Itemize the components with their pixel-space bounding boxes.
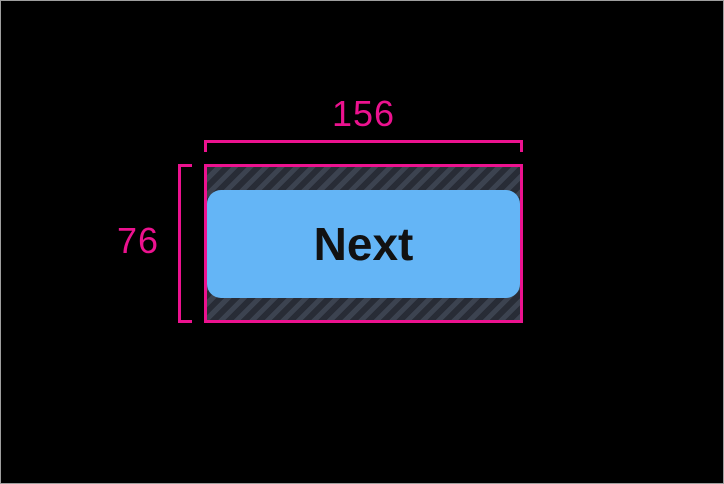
height-dimension-label: 76 bbox=[116, 220, 159, 261]
width-measurement-bracket bbox=[204, 140, 523, 152]
height-measurement-bracket bbox=[178, 164, 192, 323]
next-button[interactable]: Next bbox=[207, 190, 520, 298]
width-dimension-label: 156 bbox=[331, 93, 396, 134]
selection-highlight-rect: Next bbox=[204, 164, 523, 323]
